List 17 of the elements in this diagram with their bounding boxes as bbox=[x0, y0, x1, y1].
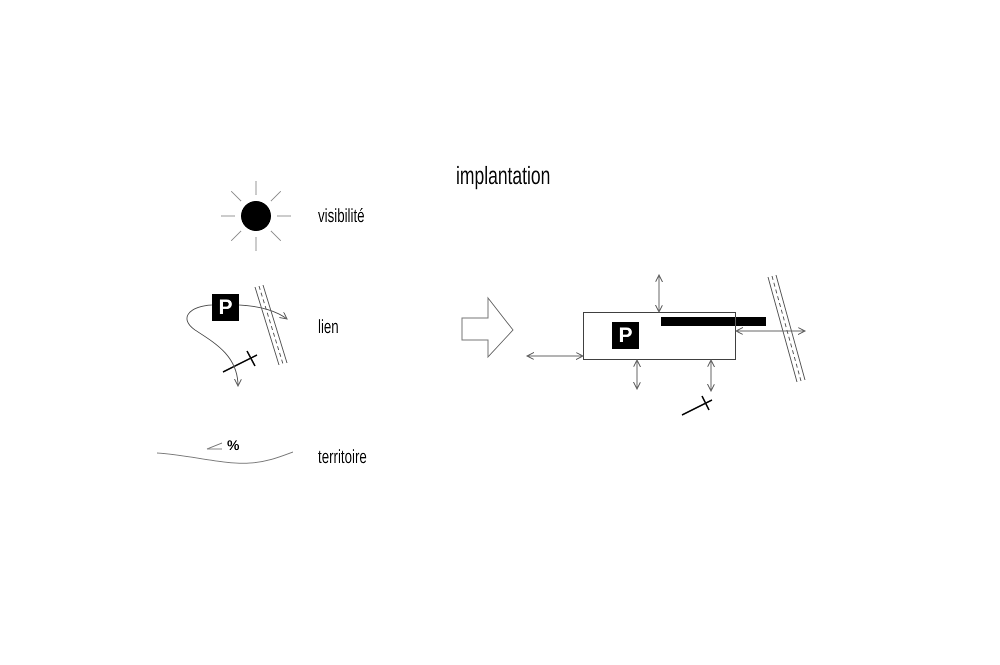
parking-sign: P bbox=[612, 322, 639, 349]
double-arrow bbox=[707, 360, 715, 392]
double-arrow bbox=[633, 360, 641, 390]
concept-label: lien bbox=[318, 318, 339, 337]
road-symbol bbox=[768, 274, 806, 382]
curved-arrow bbox=[186, 304, 242, 386]
concept-label: visibilité bbox=[318, 207, 365, 226]
site-outline bbox=[583, 312, 736, 360]
concept-label: territoire bbox=[318, 448, 367, 467]
double-arrow bbox=[736, 327, 806, 335]
slope-percent: % bbox=[227, 438, 240, 452]
double-arrow bbox=[655, 274, 663, 312]
diagram-title: implantation bbox=[456, 164, 550, 189]
road-symbol bbox=[254, 284, 288, 366]
curved-arrow bbox=[238, 304, 288, 320]
parking-sign: P bbox=[212, 294, 239, 321]
double-arrow bbox=[526, 352, 584, 360]
